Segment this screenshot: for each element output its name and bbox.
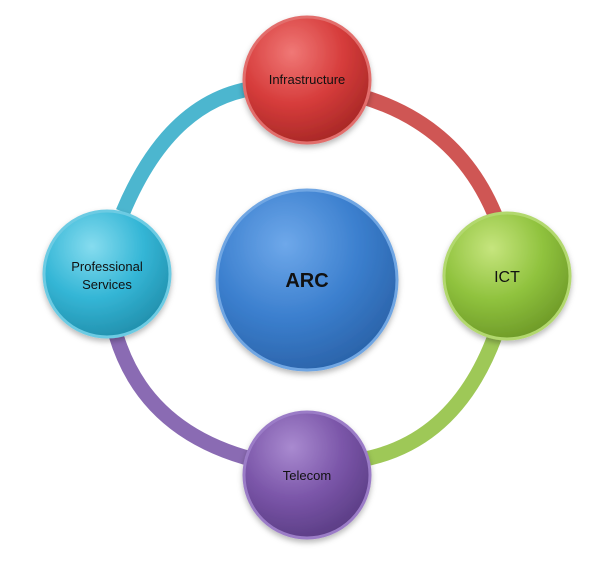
ring-arc-telecom-to-professional-services xyxy=(108,332,257,468)
node-infrastructure: Infrastructure xyxy=(242,15,372,145)
center-node-circle xyxy=(215,188,399,372)
center-node: ARC xyxy=(215,188,399,372)
node-ict-label: ICT xyxy=(494,269,520,286)
node-telecom: Telecom xyxy=(242,410,372,540)
node-professional-services-label-line-1: Professional xyxy=(71,259,143,274)
node-telecom-circle xyxy=(242,410,372,540)
node-infrastructure-circle xyxy=(242,15,372,145)
node-infrastructure-label: Infrastructure xyxy=(269,72,346,87)
ring-arc-infrastructure-to-ict xyxy=(357,88,504,223)
node-professional-services-label-line-2: Services xyxy=(82,277,132,292)
node-telecom-label: Telecom xyxy=(283,468,331,483)
node-ict: ICT xyxy=(442,211,572,341)
ring-arc-professional-services-to-infrastructure xyxy=(116,80,257,215)
ring-arc-ict-to-telecom xyxy=(358,333,503,468)
node-professional-services-circle xyxy=(42,209,172,339)
node-professional-services: Professional Services xyxy=(42,209,172,339)
ring xyxy=(108,80,504,468)
node-ict-circle xyxy=(442,211,572,341)
center-node-label: ARC xyxy=(285,270,328,292)
